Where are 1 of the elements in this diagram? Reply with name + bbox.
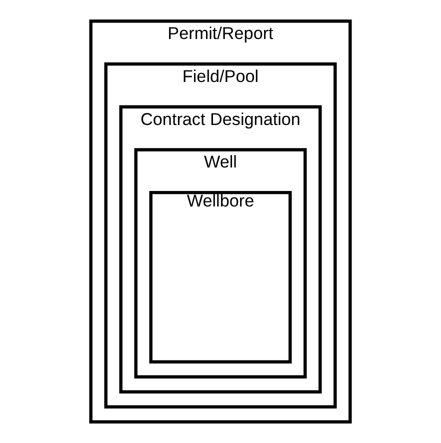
node-box: Wellbore <box>149 190 292 364</box>
